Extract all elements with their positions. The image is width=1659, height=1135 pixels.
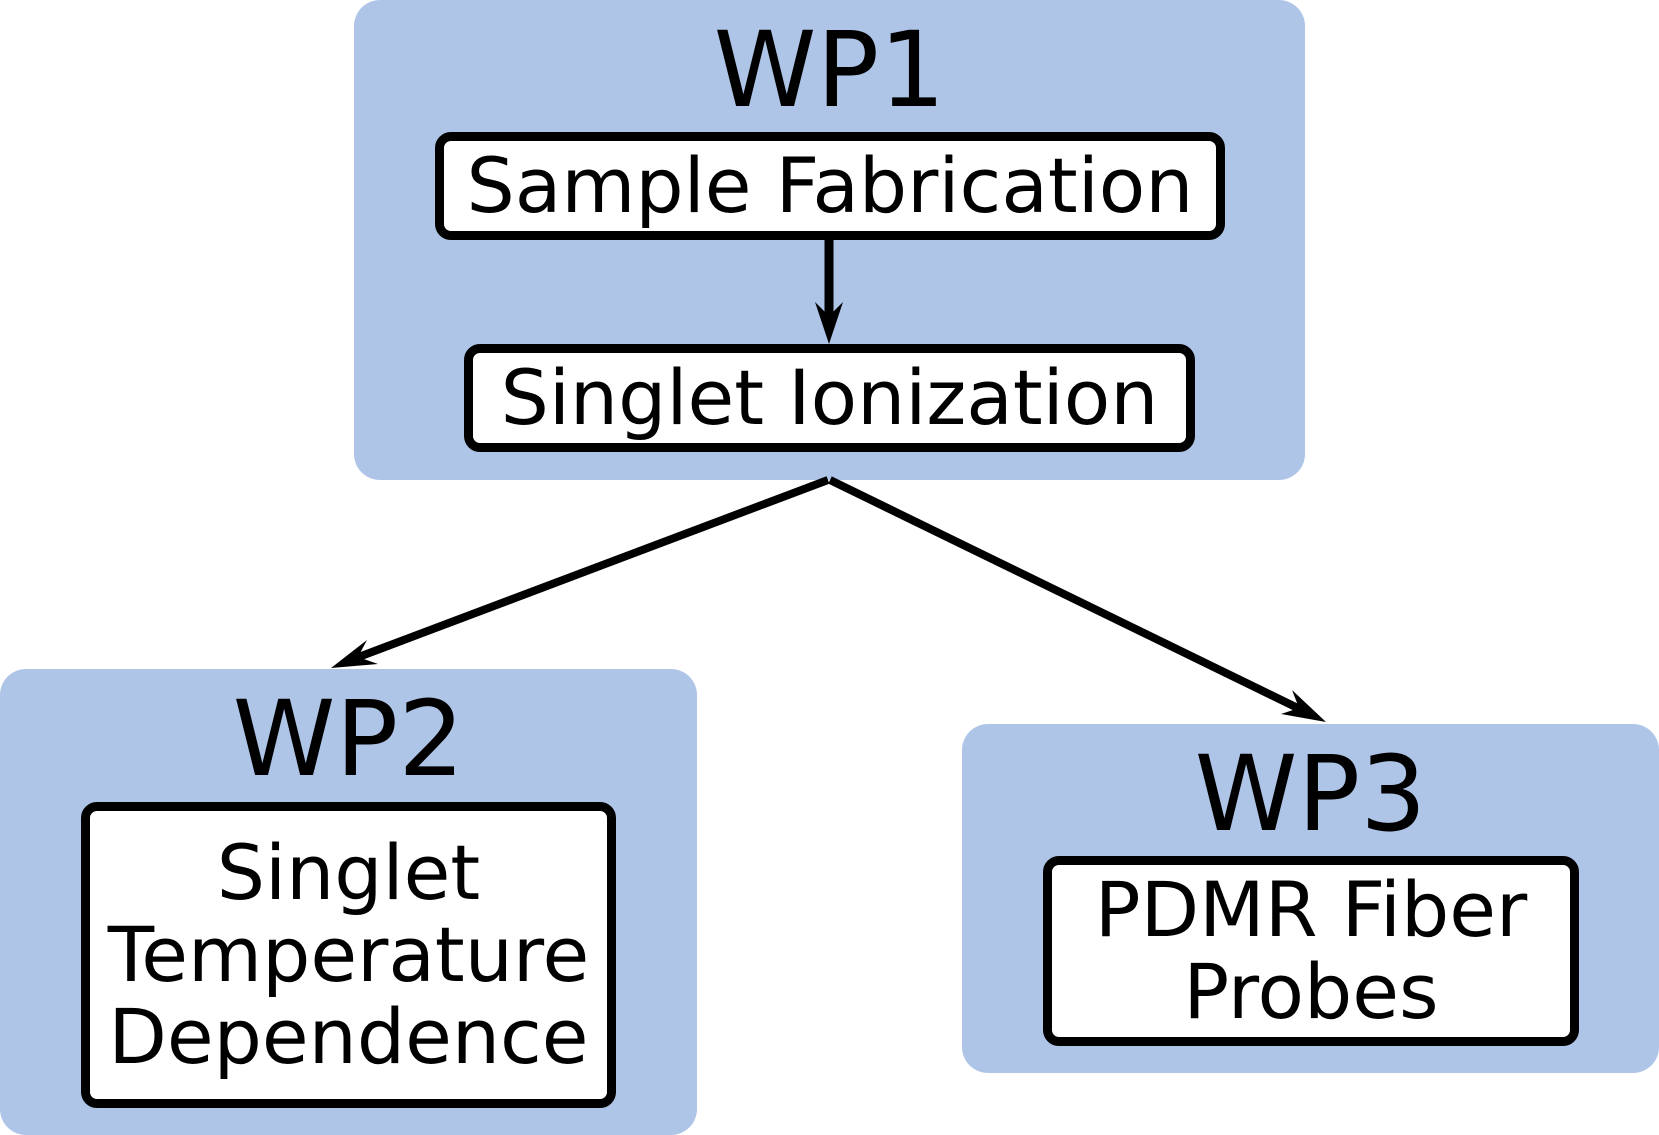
task-pdmr-fiber-probes-text: PDMR Fiber Probes bbox=[1094, 864, 1528, 1036]
wp2-task-line-3: Dependence bbox=[108, 992, 589, 1082]
wp3-task-line-2: Probes bbox=[1183, 947, 1439, 1036]
task-pdmr-fiber-probes: PDMR Fiber Probes bbox=[1043, 856, 1579, 1046]
task-singlet-temperature-dependence: Singlet Temperature Dependence bbox=[81, 802, 616, 1108]
wp1-title: WP1 bbox=[713, 9, 946, 131]
wp2-task-line-1: Singlet bbox=[216, 827, 481, 917]
task-sample-fabrication: Sample Fabrication bbox=[435, 132, 1225, 240]
wp2-title: WP2 bbox=[232, 678, 465, 800]
arrow-wp1-to-wp2 bbox=[331, 476, 830, 668]
wp3-title: WP3 bbox=[1194, 733, 1427, 855]
task-singlet-temperature-dependence-text: Singlet Temperature Dependence bbox=[107, 827, 590, 1082]
task-sample-fabrication-label: Sample Fabrication bbox=[466, 140, 1194, 230]
task-singlet-ionization: Singlet Ionization bbox=[464, 344, 1195, 452]
wp3-task-line-1: PDMR Fiber bbox=[1094, 864, 1528, 954]
arrow-wp1-to-wp3 bbox=[828, 476, 1326, 722]
wp2-task-line-2: Temperature bbox=[107, 909, 590, 999]
task-singlet-ionization-label: Singlet Ionization bbox=[500, 352, 1159, 442]
